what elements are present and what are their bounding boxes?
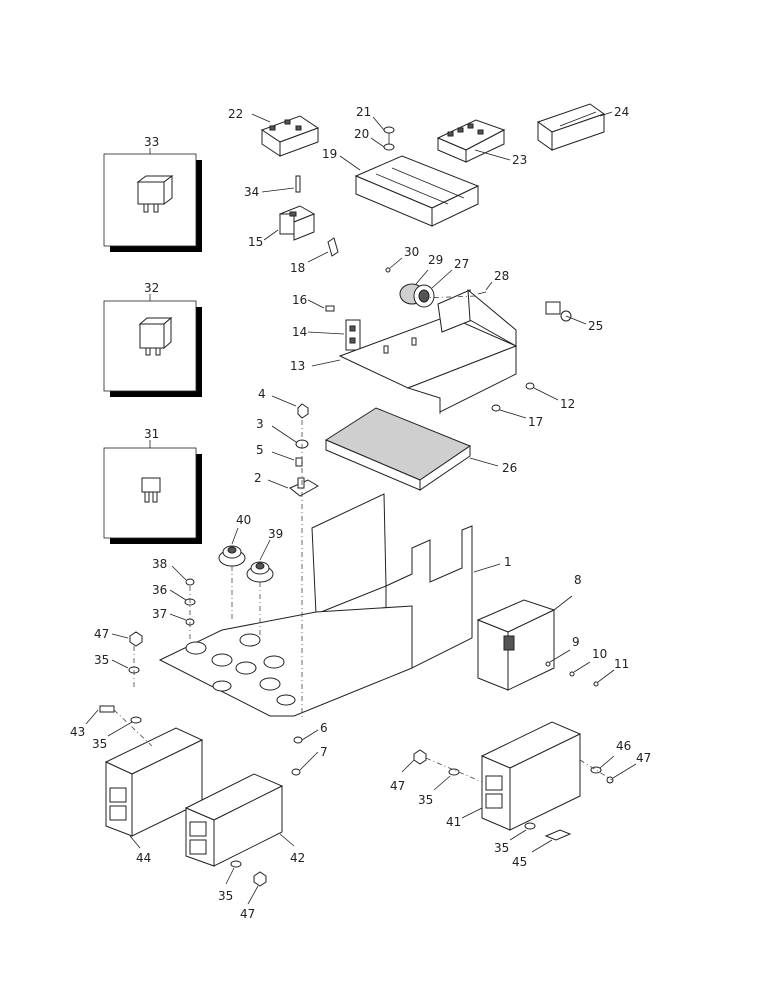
callout-36: 36 <box>152 583 167 597</box>
callout-35: 35 <box>94 653 109 667</box>
filter-pad-26: 26 <box>324 407 517 491</box>
screw-16: 16 <box>292 293 335 312</box>
detail-box-fuse-31: 31 <box>103 427 202 544</box>
hardware-6-7: 6 7 <box>291 721 328 776</box>
callout-47: 47 <box>636 751 651 765</box>
grommet-40: 40 <box>218 513 251 567</box>
callout-2: 2 <box>254 471 262 485</box>
washer-17: 17 <box>491 404 543 429</box>
circuit-breaker-25: 25 <box>545 301 603 333</box>
detail-box-relay-33: 33 <box>103 135 202 252</box>
detail-box-relay-32: 32 <box>103 281 202 397</box>
callout-4: 4 <box>258 387 266 401</box>
callout-39: 39 <box>268 527 283 541</box>
callout-14: 14 <box>292 325 307 339</box>
callout-16: 16 <box>292 293 307 307</box>
callout-41: 41 <box>446 815 461 829</box>
switch-14: 14 <box>292 319 361 351</box>
callout-30: 30 <box>404 245 419 259</box>
callout-11: 11 <box>614 657 629 671</box>
callout-3: 3 <box>256 417 264 431</box>
controller-module-42: 42 <box>184 773 305 867</box>
nut-12: 12 <box>525 382 575 411</box>
callout-28: 28 <box>494 269 509 283</box>
callout-47: 47 <box>240 907 255 921</box>
washer-nut-21-20: 21 20 <box>354 105 395 151</box>
centerlines <box>133 295 477 720</box>
callout-42: 42 <box>290 851 305 865</box>
callout-25: 25 <box>588 319 603 333</box>
callout-43: 43 <box>70 725 85 739</box>
callout-31: 31 <box>144 427 159 441</box>
bulkhead-connector-27-29: 29 27 <box>399 253 469 308</box>
callout-47: 47 <box>94 627 109 641</box>
callout-45: 45 <box>512 855 527 869</box>
callout-24: 24 <box>614 105 629 119</box>
callout-20: 20 <box>354 127 369 141</box>
callout-35: 35 <box>494 841 509 855</box>
callout-5: 5 <box>256 443 264 457</box>
callout-1: 1 <box>504 555 512 569</box>
callout-10: 10 <box>592 647 607 661</box>
callout-40: 40 <box>236 513 251 527</box>
callout-44: 44 <box>136 851 151 865</box>
fuse-box-8: 8 <box>476 573 582 691</box>
callout-9: 9 <box>572 635 580 649</box>
callout-47: 47 <box>390 779 405 793</box>
clip-18: 18 <box>290 237 339 275</box>
frame-1: 1 <box>158 493 512 717</box>
callout-23: 23 <box>512 153 527 167</box>
hardware-stack-left: 38 36 37 47 35 <box>94 557 196 674</box>
callout-34: 34 <box>244 185 259 199</box>
callout-32: 32 <box>144 281 159 295</box>
callout-18: 18 <box>290 261 305 275</box>
callout-46: 46 <box>616 739 631 753</box>
fuse-block-23: 23 <box>436 119 527 167</box>
callout-22: 22 <box>228 107 243 121</box>
callout-38: 38 <box>152 557 167 571</box>
callout-17: 17 <box>528 415 543 429</box>
callout-35: 35 <box>418 793 433 807</box>
fuse-box-hardware: 9 10 11 <box>545 635 629 687</box>
callout-19: 19 <box>322 147 337 161</box>
relay-socket-15: 15 <box>248 205 316 249</box>
screw-30: 30 <box>385 245 419 273</box>
bolt-43-washer-35: 43 35 <box>70 705 153 751</box>
callout-33: 33 <box>144 135 159 149</box>
fuse-holder-base-19: 19 <box>322 147 480 227</box>
relay-block-22: 22 <box>228 107 320 157</box>
callout-7: 7 <box>320 745 328 759</box>
callout-37: 37 <box>152 607 167 621</box>
pin-34: 34 <box>244 175 301 199</box>
hardware-right-module: 47 35 46 47 35 45 <box>390 739 651 869</box>
callout-29: 29 <box>428 253 443 267</box>
callout-13: 13 <box>290 359 305 373</box>
callout-8: 8 <box>574 573 582 587</box>
callout-35: 35 <box>218 889 233 903</box>
callout-27: 27 <box>454 257 469 271</box>
callout-12: 12 <box>560 397 575 411</box>
hardware-35-47-mid: 35 47 <box>218 860 267 921</box>
callout-15: 15 <box>248 235 263 249</box>
screw-28: 28 <box>477 269 509 295</box>
controller-module-44: 44 <box>104 727 204 865</box>
callout-35: 35 <box>92 737 107 751</box>
grommet-39: 39 <box>246 527 283 583</box>
callout-26: 26 <box>502 461 517 475</box>
callout-6: 6 <box>320 721 328 735</box>
callout-21: 21 <box>356 105 371 119</box>
controller-module-41: 41 <box>446 721 582 831</box>
mounting-bracket-13: 13 <box>290 288 518 414</box>
stud-assembly: 4 3 5 2 <box>254 387 319 497</box>
connector-block-24: 24 <box>536 103 629 151</box>
